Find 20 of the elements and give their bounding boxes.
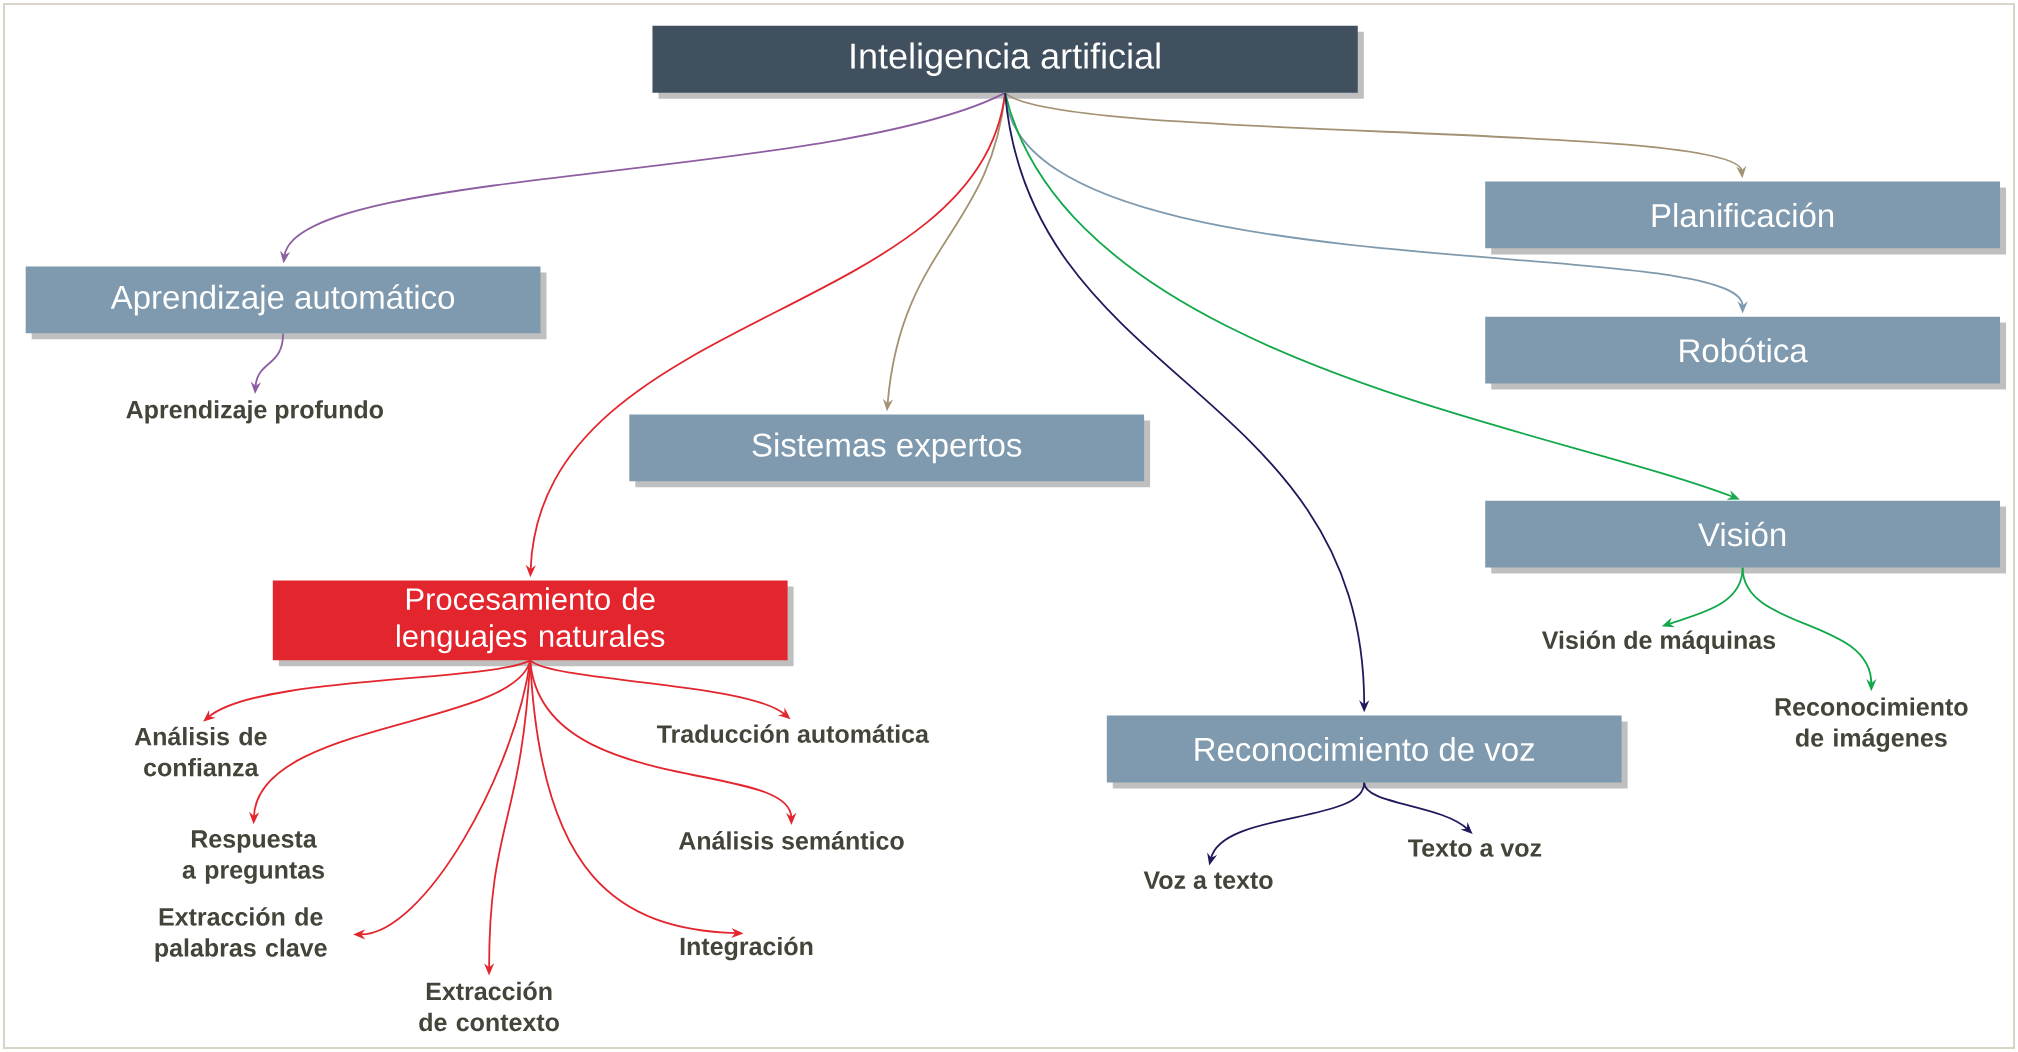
topic-box: Visión (1485, 500, 2007, 574)
topic-box: Robótica (1485, 316, 2007, 390)
subtopic-label: Análisis semántico (678, 831, 904, 850)
subtopic-label: Visión de máquinas (1541, 630, 1776, 654)
subtopic-label: Reconocimiento de imágenes (1775, 697, 1968, 752)
topic-box: Procesamiento de lenguajes naturales (272, 580, 794, 667)
subtopic-label: Aprendizaje profundo (126, 400, 383, 424)
subtopic-label: Extracción de contexto (419, 981, 559, 1032)
subtopic-label: Voz a texto (1143, 871, 1273, 890)
title-box: Inteligencia artificial (652, 25, 1364, 99)
subtopic-label: Texto a voz (1408, 839, 1542, 857)
topic-box: Planificación (1485, 181, 2007, 255)
subtopic-label: Respuesta a preguntas (182, 830, 324, 884)
subtopic-label: Análisis de confianza (134, 726, 267, 777)
topic-box: Sistemas expertos (629, 414, 1151, 488)
subtopic-label: Traducción automática (656, 724, 930, 743)
topic-box: Reconocimiento de voz (1106, 715, 1628, 789)
subtopic-label: Integración (680, 936, 813, 961)
subtopic-label: Extracción de palabras clave (155, 907, 327, 962)
topic-box: Aprendizaje automático (25, 266, 547, 340)
